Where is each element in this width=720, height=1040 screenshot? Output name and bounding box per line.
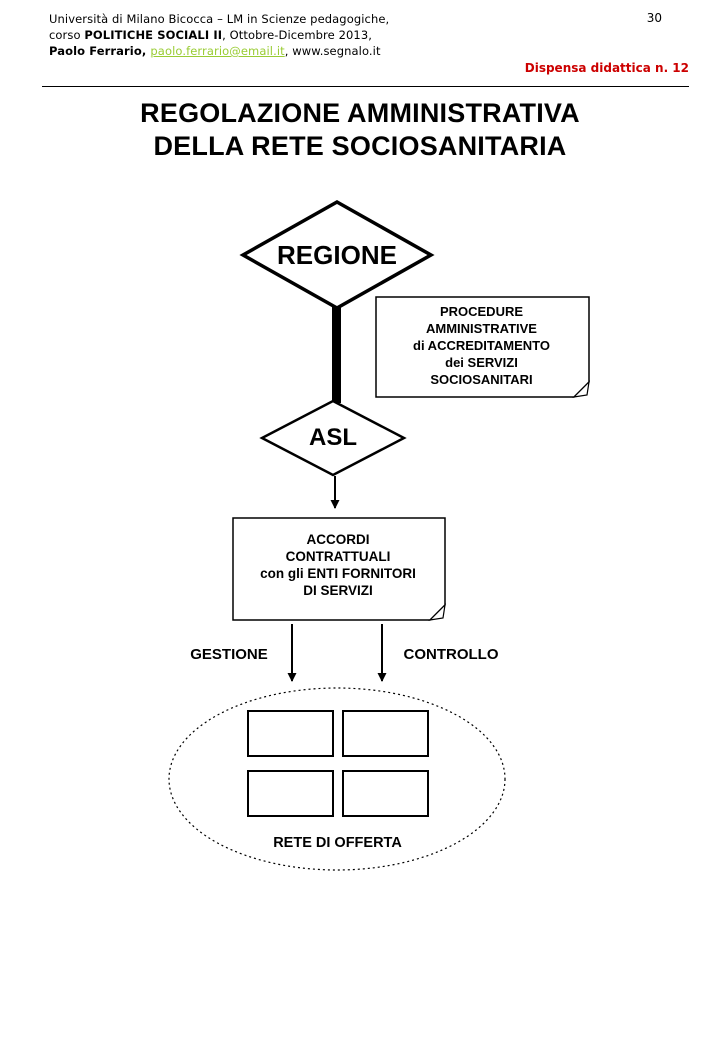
accordi-note-fold	[428, 603, 446, 621]
header-line-2-prefix: corso	[49, 28, 85, 42]
header-course-name: POLITICHE SOCIALI II	[84, 28, 223, 42]
author-email-link[interactable]: paolo.ferrario@email.it	[150, 44, 285, 58]
procedure-note-fold	[572, 380, 590, 398]
service-box-bottom-right	[342, 770, 429, 817]
header-line-1: Università di Milano Bicocca – LM in Sci…	[49, 12, 390, 26]
header-line-3: Paolo Ferrario, paolo.ferrario@email.it,…	[49, 43, 389, 59]
header-line-2: corso POLITICHE SOCIALI II, Ottobre-Dice…	[49, 27, 389, 43]
page-title: REGOLAZIONE AMMINISTRATIVA DELLA RETE SO…	[140, 98, 580, 161]
service-box-top-right	[342, 710, 429, 757]
service-box-bottom-left	[247, 770, 334, 817]
author-name: Paolo Ferrario,	[49, 44, 151, 58]
header-divider	[42, 86, 689, 87]
page-number: 30	[646, 11, 662, 25]
regione-node-label: REGIONE	[277, 240, 397, 270]
rete-di-offerta-label: RETE DI OFFERTA	[273, 835, 402, 851]
header-line-2-suffix: , Ottobre-Dicembre 2013,	[222, 28, 372, 42]
accordi-note-text: ACCORDI CONTRATTUALI con gli ENTI FORNIT…	[260, 532, 416, 598]
service-box-top-left	[247, 710, 334, 757]
gestione-label: GESTIONE	[190, 646, 268, 663]
header-course-info: Università di Milano Bicocca – LM in Sci…	[49, 11, 389, 59]
asl-diamond-shape	[259, 399, 407, 477]
controllo-label: CONTROLLO	[403, 646, 499, 663]
procedure-note-text: PROCEDURE AMMINISTRATIVE di ACCREDITAMEN…	[413, 304, 550, 387]
header-line-3-suffix: , www.segnalo.it	[284, 44, 381, 58]
rete-ellipse	[168, 687, 506, 871]
dispensa-label: Dispensa didattica n. 12	[524, 61, 689, 75]
asl-node-label: ASL	[309, 424, 357, 451]
